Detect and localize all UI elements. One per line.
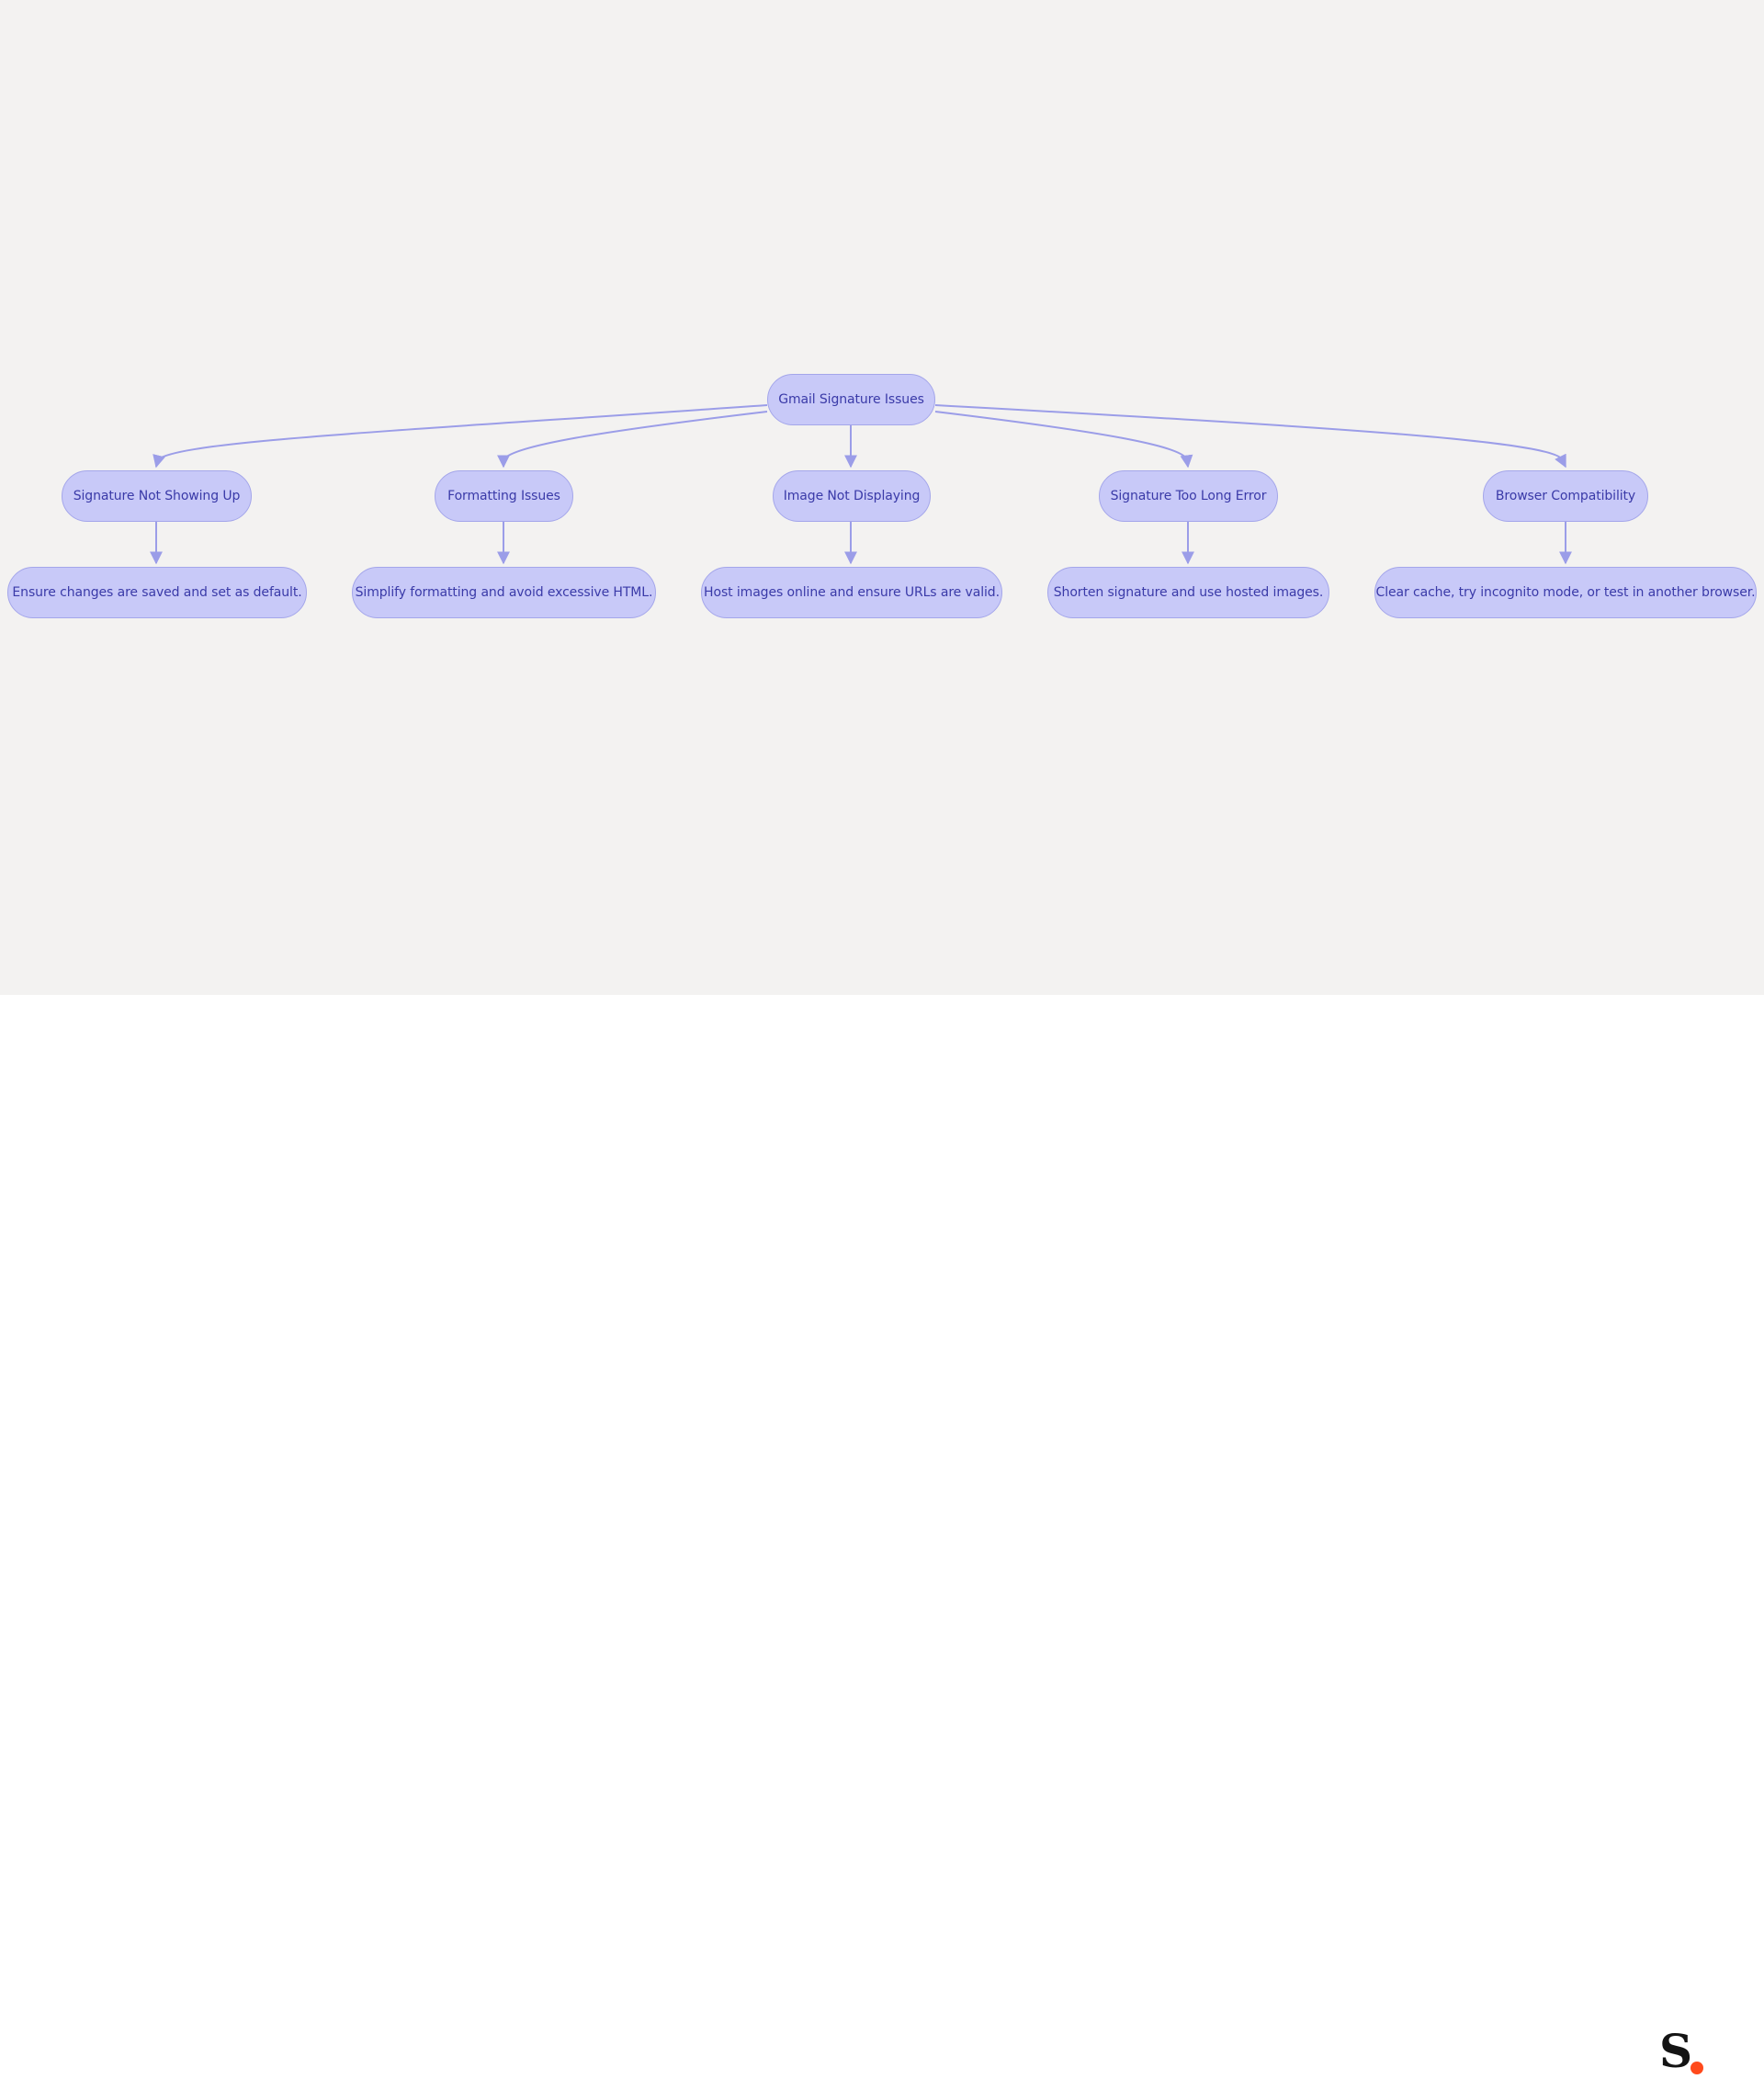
edge-root-to-issue-4 (934, 411, 1193, 469)
footer: S (0, 995, 1764, 2077)
edge-root-to-issue-5 (934, 404, 1566, 469)
issue-node-signature-too-long: Signature Too Long Error (1099, 470, 1278, 522)
diagram-canvas: Gmail Signature Issues Signature Not Sho… (0, 0, 1764, 995)
solution-node-5: Clear cache, try incognito mode, or test… (1374, 567, 1757, 618)
issue-node-formatting: Formatting Issues (435, 470, 573, 522)
solution-node-label: Ensure changes are saved and set as defa… (12, 585, 302, 600)
issue-node-label: Formatting Issues (447, 489, 560, 503)
solution-node-label: Shorten signature and use hosted images. (1053, 585, 1324, 600)
edge-root-to-issue-2 (497, 411, 768, 469)
edge-root-to-issue-1 (153, 404, 768, 469)
issue-node-signature-not-showing: Signature Not Showing Up (62, 470, 252, 522)
logo-dot (1690, 2062, 1703, 2074)
s-dot-logo-icon[interactable]: S (1654, 2026, 1709, 2079)
edges-layer (150, 404, 1572, 565)
root-node-label: Gmail Signature Issues (778, 392, 924, 407)
issue-node-label: Signature Too Long Error (1110, 489, 1267, 503)
issue-node-browser-compatibility: Browser Compatibility (1483, 470, 1648, 522)
solution-node-4: Shorten signature and use hosted images. (1047, 567, 1329, 618)
logo-letter: S (1659, 2024, 1693, 2078)
root-node: Gmail Signature Issues (767, 374, 935, 425)
issue-node-label: Signature Not Showing Up (73, 489, 241, 503)
issue-node-label: Image Not Displaying (783, 489, 921, 503)
solution-node-2: Simplify formatting and avoid excessive … (352, 567, 656, 618)
solution-node-label: Simplify formatting and avoid excessive … (355, 585, 653, 600)
issue-node-label: Browser Compatibility (1495, 489, 1636, 503)
solution-node-1: Ensure changes are saved and set as defa… (7, 567, 307, 618)
solution-node-label: Host images online and ensure URLs are v… (704, 585, 1000, 600)
solution-node-label: Clear cache, try incognito mode, or test… (1375, 585, 1756, 600)
solution-node-3: Host images online and ensure URLs are v… (701, 567, 1002, 618)
issue-node-image-not-displaying: Image Not Displaying (773, 470, 931, 522)
